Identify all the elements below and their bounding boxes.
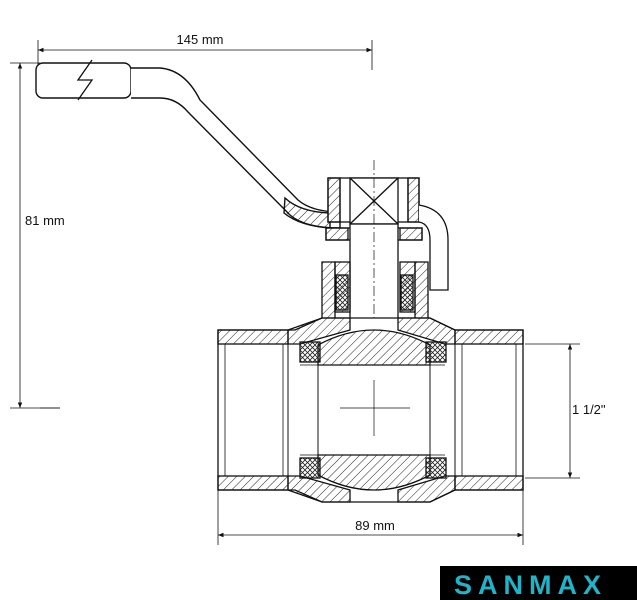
seat-top-right	[425, 341, 447, 363]
left-end-bottom-wall	[217, 475, 289, 491]
overall-length-label: 145 mm	[177, 32, 224, 47]
stem-assembly	[321, 160, 449, 355]
stem-seal-right	[400, 274, 414, 311]
seat-bottom-right	[425, 457, 447, 479]
logo-text: SANMAX	[454, 570, 607, 600]
right-end-bottom-wall	[454, 475, 524, 491]
sanmax-logo: SANMAX	[440, 566, 637, 600]
right-end-top-wall	[454, 329, 524, 345]
valve-body	[40, 317, 524, 503]
left-end-top-wall	[217, 329, 289, 345]
dimension-lines	[10, 40, 580, 545]
stem-seal-left	[335, 274, 349, 311]
thread-size-label: 1 1/2"	[572, 402, 606, 417]
valve-handle	[35, 59, 341, 229]
height-label: 81 mm	[25, 213, 65, 228]
logo-background	[440, 566, 637, 600]
seat-top-left	[299, 341, 321, 363]
break-mark	[76, 59, 94, 101]
seat-bottom-left	[299, 457, 321, 479]
body-length-label: 89 mm	[355, 518, 395, 533]
